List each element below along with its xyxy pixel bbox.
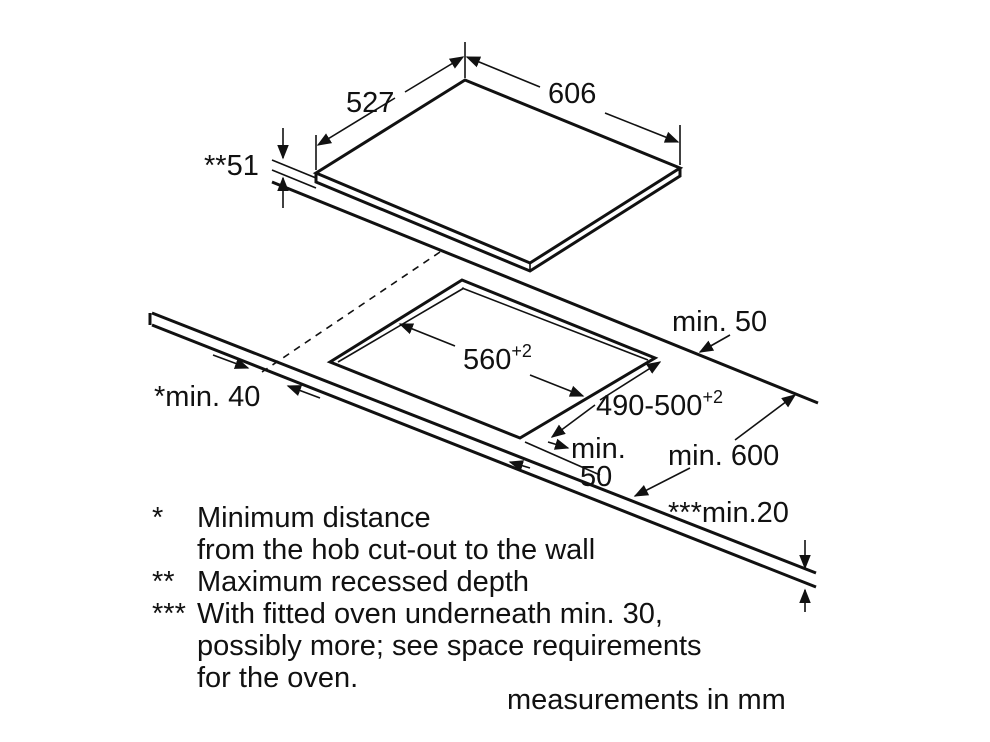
dim-min40-line: [212, 354, 321, 399]
label-min40: *min. 40: [154, 381, 260, 413]
note-marker-2: **: [152, 566, 175, 598]
dim-606-line: [465, 56, 681, 165]
note-marker-1: *: [152, 502, 163, 534]
dim-min50-back-line: [698, 334, 731, 353]
label-527: 527: [346, 87, 394, 119]
worktop: [148, 180, 819, 589]
label-min600: min. 600: [668, 440, 779, 472]
note-2-line-1: Maximum recessed depth: [197, 566, 529, 598]
notes: * Minimum distance from the hob cut-out …: [152, 502, 702, 694]
note-3-line-1: With fitted oven underneath min. 30,: [197, 598, 663, 630]
label-560: 560+2: [463, 341, 532, 376]
label-min50-back: min. 50: [672, 306, 767, 338]
hob: [312, 78, 684, 273]
projection-dashed-line: [261, 251, 441, 373]
dim-min600-line: [633, 394, 797, 497]
label-min20: ***min.20: [668, 497, 789, 529]
note-marker-3: ***: [152, 598, 186, 630]
label-min50-front-line1: min.: [571, 433, 626, 465]
note-3-line-3: for the oven.: [197, 662, 358, 694]
note-1-line-2: from the hob cut-out to the wall: [197, 534, 595, 566]
label-min50-front-line2: 50: [580, 461, 612, 493]
dim-560-line: [398, 323, 585, 397]
label-606: 606: [548, 78, 596, 110]
note-3-line-2: possibly more; see space requirements: [197, 630, 702, 662]
dim-527-line: [315, 42, 466, 170]
units-note: measurements in mm: [507, 684, 786, 716]
dim-51-line: [271, 128, 317, 208]
label-51: **51: [204, 150, 259, 182]
note-1-line-1: Minimum distance: [197, 502, 431, 534]
dim-490-line: [524, 361, 662, 476]
dim-min50-front-line: [508, 438, 570, 472]
label-490-500: 490-500+2: [596, 387, 723, 422]
